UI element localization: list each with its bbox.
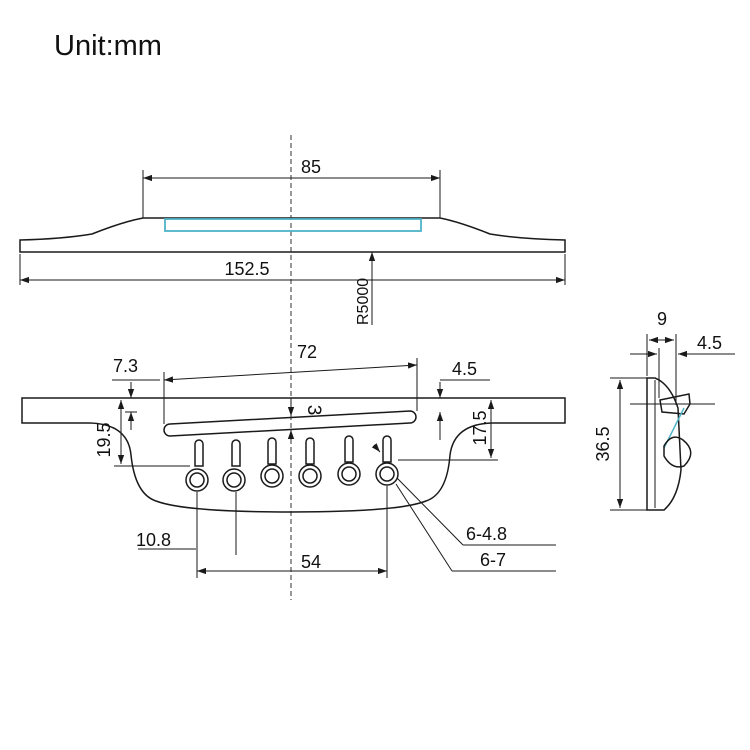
pin-hole — [375, 435, 399, 486]
pin-hole — [222, 439, 246, 492]
side-view: 9 4.5 36.5 — [593, 309, 735, 511]
bridge-side-profile — [646, 377, 682, 511]
saddle-slot-top — [164, 218, 422, 232]
pin-hole — [337, 435, 361, 486]
dim-saddle-width: 85 — [301, 157, 321, 177]
dim-left-height: 19.5 — [94, 422, 114, 457]
pin-hole — [260, 437, 284, 488]
saddle-slot — [163, 410, 417, 437]
leader-pin-small — [371, 443, 381, 453]
pin-hole — [298, 437, 322, 488]
dim-side-width: 9 — [657, 309, 667, 329]
dim-hole-span: 54 — [301, 552, 321, 572]
dim-right-height: 17.5 — [470, 410, 490, 445]
dim-pin-hole-large: 6-7 — [480, 550, 506, 570]
leader-pin-small — [396, 477, 464, 546]
dim-slot-edge-offset: 7.3 — [113, 356, 138, 376]
side-saddle — [659, 393, 691, 415]
bridge-front-outline — [21, 397, 566, 513]
dim-saddle-thickness: 4.5 — [697, 333, 722, 353]
dim-overall-length: 152.5 — [224, 259, 269, 279]
dim-slot-gap: 3 — [303, 405, 324, 416]
bridge-top-profile — [19, 217, 566, 253]
front-view: 72 7.3 4.5 3 19.5 17.5 — [21, 342, 566, 578]
side-bridge-pin — [663, 436, 692, 468]
dim-line-72 — [163, 362, 418, 383]
dim-hole-offset: 10.8 — [136, 530, 171, 550]
dim-side-height: 36.5 — [593, 426, 613, 461]
unit-label: Unit:mm — [54, 30, 162, 62]
pin-hole — [185, 439, 209, 492]
top-view: 85 152.5 R5000 — [19, 157, 566, 325]
dim-pin-hole-small: 6-4.8 — [466, 524, 507, 544]
dim-slot-length: 72 — [297, 342, 317, 362]
dim-radius: R5000 — [355, 278, 372, 325]
dim-slot-to-edge: 4.5 — [452, 359, 477, 379]
leader-pin-large — [395, 483, 453, 572]
